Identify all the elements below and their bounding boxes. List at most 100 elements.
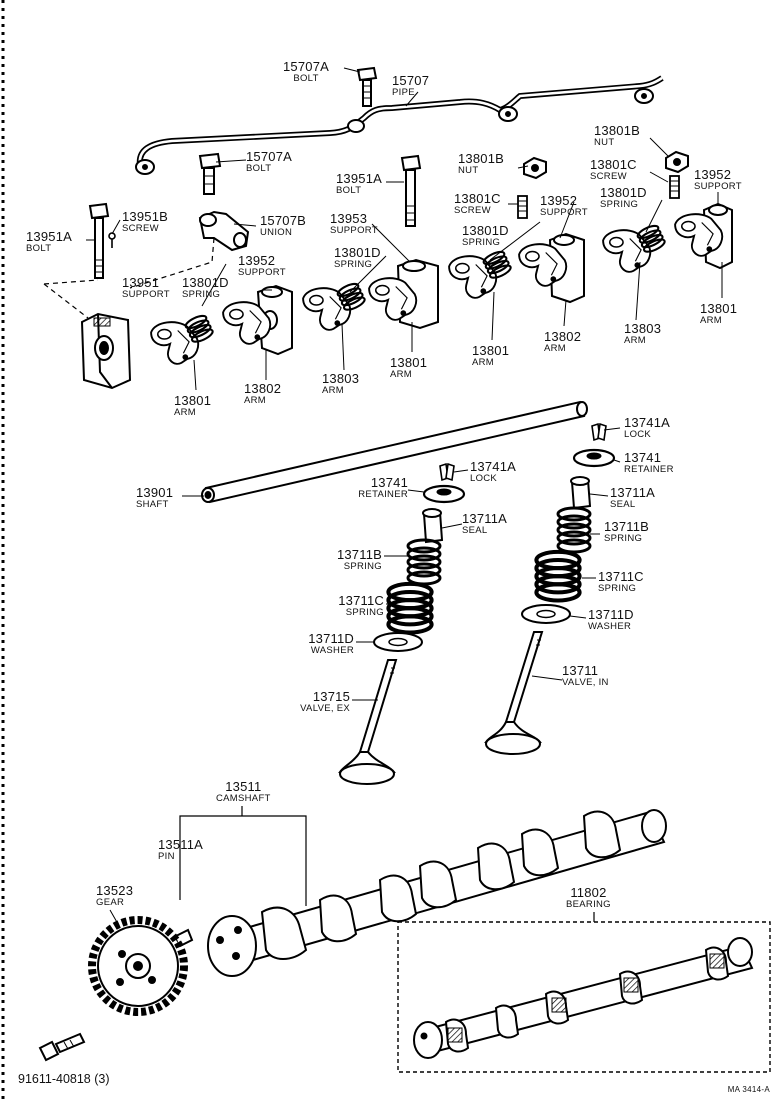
- callout-13801-d: 13801 ARM: [700, 302, 737, 326]
- part-name: ARM: [544, 343, 567, 354]
- part-name: SUPPORT: [122, 289, 170, 300]
- valve-13715-ex-drawing: [338, 659, 398, 785]
- seal-13711a-in-drawing: [570, 476, 592, 510]
- part-name: BEARING: [566, 899, 611, 910]
- callout-91611-40818: 91611-40818 (3): [18, 1072, 110, 1086]
- part-number: 13711: [562, 663, 599, 678]
- part-number: 15707: [392, 73, 430, 88]
- part-name: LOCK: [624, 429, 652, 440]
- camshaft-callout-bracket: [179, 806, 307, 906]
- bolt-15707a-drawing: [198, 152, 222, 195]
- callout-13741a-ex: 13741A LOCK: [470, 460, 516, 484]
- part-name: SUPPORT: [330, 225, 378, 236]
- callout-13801-b: 13801 ARM: [390, 356, 427, 380]
- part-number: 13711D: [308, 631, 354, 646]
- part-quantity: (3): [94, 1072, 110, 1086]
- part-name: SUPPORT: [694, 181, 742, 192]
- gear-13523-drawing: [88, 916, 188, 1016]
- part-number: 13802: [244, 381, 282, 396]
- part-number: 13801: [700, 301, 738, 316]
- callout-15707a: 15707A BOLT: [246, 150, 292, 174]
- part-name: SPRING: [600, 199, 639, 210]
- part-number: 13952: [238, 253, 276, 268]
- part-number: 13901: [136, 485, 174, 500]
- part-name: PIN: [158, 851, 175, 862]
- callout-13801-c: 13801 ARM: [472, 344, 509, 368]
- part-number: 13953: [330, 211, 368, 226]
- callout-13953: 13953 SUPPORT: [330, 212, 378, 236]
- valve-exhaust-stack-drawing: [338, 462, 466, 785]
- part-name: VALVE, IN: [562, 677, 609, 688]
- part-number: 13801D: [600, 185, 647, 200]
- part-name: SUPPORT: [238, 267, 286, 278]
- callout-13802-a: 13802 ARM: [244, 382, 281, 406]
- callout-13801b-b: 13801B NUT: [594, 124, 640, 148]
- part-name: SPRING: [334, 259, 373, 270]
- callout-13801-a: 13801 ARM: [174, 394, 211, 418]
- callout-13801c-a: 13801C SCREW: [454, 192, 501, 216]
- part-number: 13711C: [598, 569, 644, 584]
- callout-13801c-b: 13801C SCREW: [590, 158, 637, 182]
- part-name: WASHER: [310, 645, 354, 656]
- part-name: RETAINER: [358, 489, 408, 500]
- part-name: ARM: [472, 357, 495, 368]
- part-name: UNION: [260, 227, 293, 238]
- support-13952-a-drawing: [256, 284, 293, 356]
- callout-13801d-d: 13801D SPRING: [600, 186, 647, 210]
- seal-13711a-ex-drawing: [422, 508, 444, 544]
- callout-13711: 13711 VALVE, IN: [562, 664, 609, 688]
- valve-13711-in-drawing: [484, 631, 544, 755]
- document-code: MA 3414-A: [727, 1085, 770, 1094]
- callout-13951b: 13951B SCREW: [122, 210, 168, 234]
- callout-13803-b: 13803 ARM: [624, 322, 661, 346]
- part-name: SPRING: [343, 561, 382, 572]
- callout-13802-b: 13802 ARM: [544, 330, 581, 354]
- part-number: 13951A: [336, 171, 383, 186]
- part-number: 13803: [322, 371, 360, 386]
- callout-13801b-a: 13801B NUT: [458, 152, 504, 176]
- part-name: LOCK: [470, 473, 498, 484]
- callout-15707-pipe: 15707 PIPE: [392, 74, 429, 98]
- retainer-13741-in-drawing: [572, 448, 616, 468]
- part-number: 15707A: [246, 149, 293, 164]
- callout-13715: 13715 VALVE, EX: [282, 690, 350, 714]
- part-number: 13741A: [470, 459, 517, 474]
- retainer-13741-ex-drawing: [422, 484, 466, 504]
- part-name: SPRING: [462, 237, 501, 248]
- part-number: 13801D: [182, 275, 229, 290]
- part-name: RETAINER: [624, 464, 674, 475]
- part-name: SPRING: [182, 289, 221, 300]
- callout-13951: 13951 SUPPORT: [122, 276, 170, 300]
- callout-13951a-mid: 13951A BOLT: [336, 172, 382, 196]
- part-number: 13802: [544, 329, 582, 344]
- part-name: ARM: [700, 315, 723, 326]
- callout-13952-b: 13952 SUPPORT: [540, 194, 588, 218]
- part-number: 13952: [540, 193, 578, 208]
- part-number: 13523: [96, 883, 134, 898]
- callout-13711c-ex: 13711C SPRING: [316, 594, 384, 618]
- callout-13523: 13523 GEAR: [96, 884, 133, 908]
- callout-13951a-left: 13951A BOLT: [26, 230, 72, 254]
- lock-13741a-ex-drawing: [439, 462, 455, 482]
- bolt-13951a-mid-drawing: [400, 154, 422, 227]
- part-number: 13951B: [122, 209, 169, 224]
- camshaft-13511-drawing: [207, 809, 667, 977]
- part-name: SPRING: [604, 533, 643, 544]
- callout-13711c-in: 13711C SPRING: [598, 570, 644, 594]
- part-number: 15707A: [283, 59, 330, 74]
- callout-13801d-b: 13801D SPRING: [334, 246, 381, 270]
- bolt-13951a-left-drawing: [88, 202, 110, 279]
- callout-13511: 13511 CAMSHAFT: [216, 780, 271, 804]
- callout-13711a-ex: 13711A SEAL: [462, 512, 507, 536]
- bearing-11802-box: [397, 912, 771, 1073]
- part-name: NUT: [594, 137, 615, 148]
- part-name: ARM: [322, 385, 345, 396]
- part-number: 13741A: [624, 415, 671, 430]
- part-name: SCREW: [122, 223, 159, 234]
- part-name: SCREW: [454, 205, 491, 216]
- callout-13952-a: 13952 SUPPORT: [238, 254, 286, 278]
- part-number: 13801: [174, 393, 212, 408]
- part-number: 13711B: [604, 519, 650, 534]
- part-name: SEAL: [462, 525, 488, 536]
